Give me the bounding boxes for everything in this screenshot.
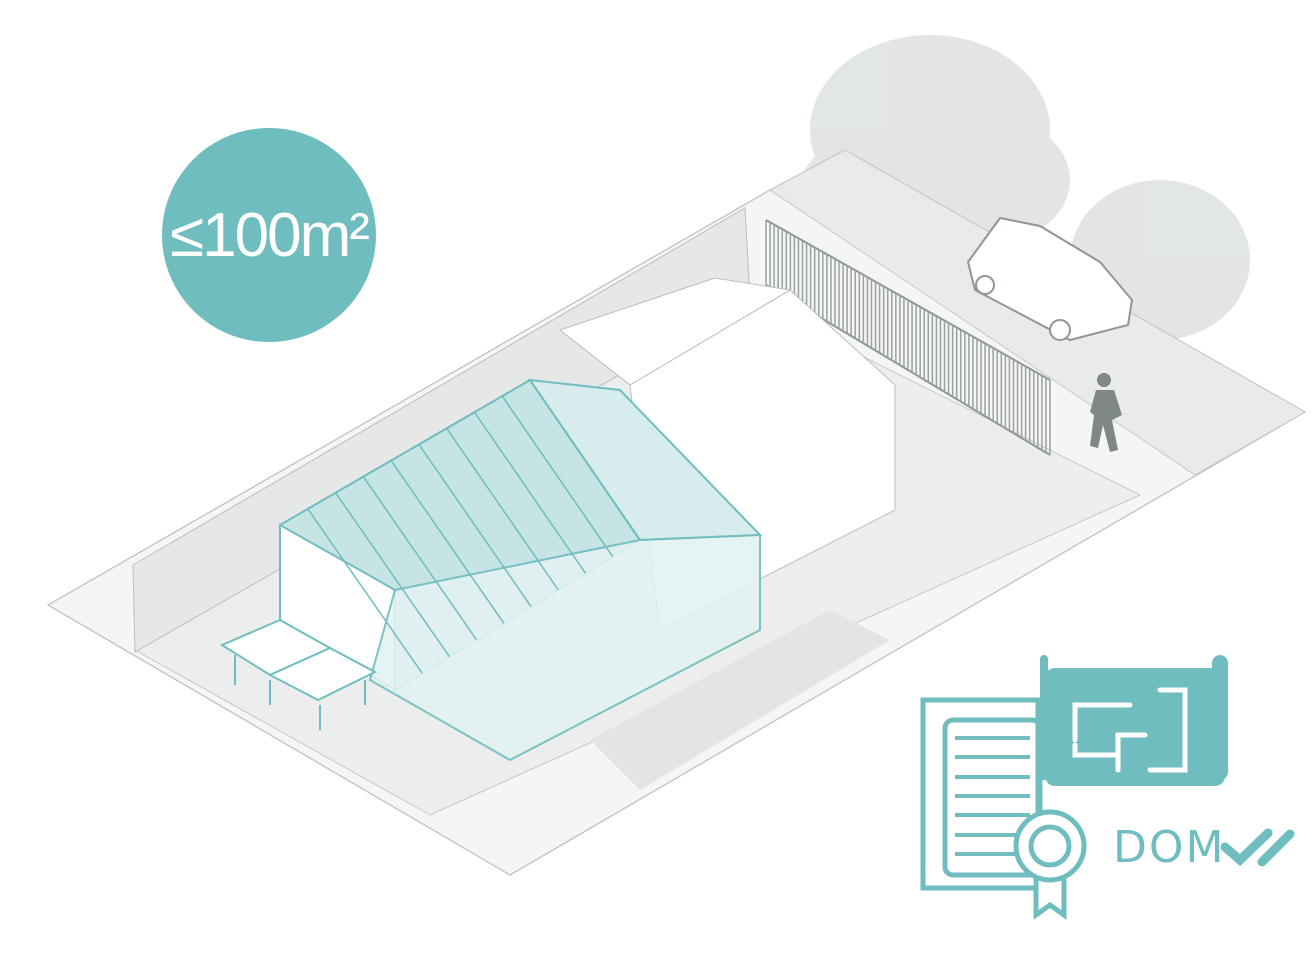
pergola-shadow bbox=[590, 610, 890, 790]
rafter bbox=[334, 492, 451, 658]
floor-area-label: ≤100m² bbox=[170, 200, 370, 270]
floor-area-badge: ≤100m² bbox=[162, 128, 376, 342]
rafter bbox=[390, 460, 505, 624]
fence-slats bbox=[765, 220, 1051, 455]
permit-label: DOM bbox=[1113, 822, 1226, 873]
rafter bbox=[501, 395, 614, 558]
rafter bbox=[473, 411, 587, 574]
person-icon bbox=[1090, 373, 1122, 452]
double-check-icon bbox=[1220, 828, 1295, 867]
rafter bbox=[362, 476, 478, 641]
annex-roof bbox=[558, 277, 792, 386]
roof-rafters bbox=[307, 395, 614, 674]
rafter bbox=[307, 508, 423, 674]
rafter bbox=[418, 444, 532, 608]
car-icon bbox=[966, 216, 1134, 342]
outdoor-tables bbox=[219, 618, 378, 730]
blueprint-icon bbox=[1040, 655, 1228, 786]
seal-icon bbox=[1013, 809, 1087, 920]
rafter bbox=[446, 427, 559, 591]
house-front bbox=[368, 533, 761, 762]
